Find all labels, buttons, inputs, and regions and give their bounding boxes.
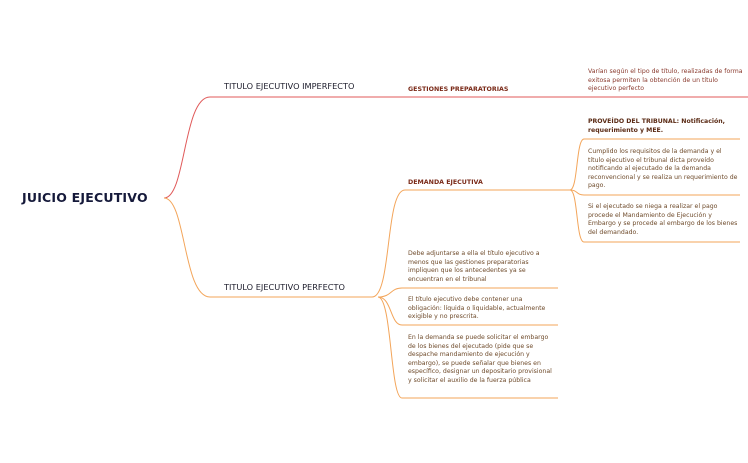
root-topic: JUICIO EJECUTIVO [22, 190, 148, 205]
link-demanda-proveido [569, 138, 740, 191]
note-proveido-tribunal: PROVEÍDO DEL TRIBUNAL: Notificación, req… [588, 118, 726, 134]
topic-gestiones-preparatorias: GESTIONES PREPARATORIAS [408, 86, 509, 93]
branch-titulo-imperfecto: TITULO EJECUTIVO IMPERFECTO [224, 81, 355, 91]
link-perfecto-note3 [377, 296, 558, 399]
note-gestiones: Varían según el tipo de título, realizad… [588, 68, 743, 93]
note-cumplido-requisitos: Cumplido los requisitos de la demanda y … [588, 148, 738, 190]
note-obligacion: El título ejecutivo debe contener una ob… [408, 296, 546, 321]
note-adjuntar-titulo: Debe adjuntarse a ella el título ejecuti… [408, 250, 540, 283]
note-ejecutado-niega: Si el ejecutado se niega a realizar el p… [588, 203, 738, 236]
link-perfecto-demanda [371, 189, 570, 298]
link-demanda-ejecutado [569, 189, 740, 243]
link-root-perfecto [163, 197, 372, 298]
branch-titulo-perfecto: TITULO EJECUTIVO PERFECTO [224, 282, 345, 292]
link-demanda-cumplido [569, 189, 740, 196]
topic-demanda-ejecutiva: DEMANDA EJECUTIVA [408, 179, 483, 186]
link-perfecto-note1 [377, 287, 558, 298]
link-root-imperfecto [163, 96, 375, 199]
note-solicitar-embargo: En la demanda se puede solicitar el emba… [408, 334, 552, 384]
link-perfecto-note2 [377, 296, 558, 326]
